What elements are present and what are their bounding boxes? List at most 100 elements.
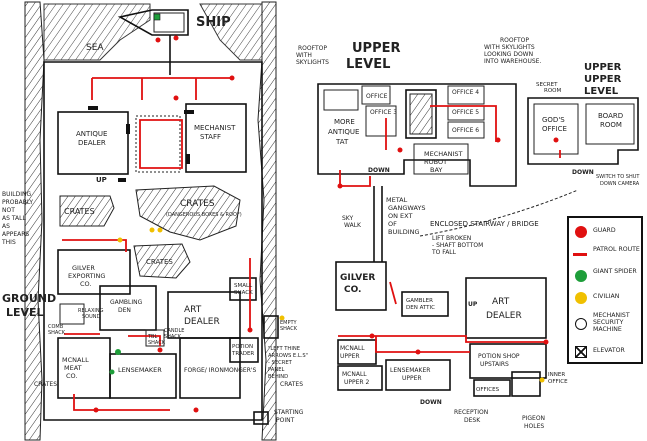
upper-patrol-gilver [389, 281, 397, 305]
upper-civilian [539, 377, 545, 383]
legend-item-spider: GIANT SPIDER [569, 266, 641, 288]
ship-deck [153, 12, 185, 33]
map-legend: GUARD PATROL ROUTE GIANT SPIDER CIVILIAN… [567, 216, 643, 364]
skylight-main-glass [409, 93, 433, 135]
legend-item-guard: GUARD [569, 222, 641, 244]
legend-label: GUARD [593, 227, 616, 234]
ground-guards [93, 35, 253, 413]
label-forge: FORGE/ IRONMONGER'S [184, 367, 257, 374]
upper-main-building [317, 83, 517, 187]
upper-lower-guards [369, 333, 549, 355]
label-sea: SEA [86, 43, 104, 53]
mcnall-upper2-building [337, 365, 383, 391]
guard-dot-icon [575, 226, 587, 238]
upper-upper-guard [553, 137, 559, 143]
ground-spider [115, 349, 121, 355]
starting-point-box [253, 411, 269, 425]
label-crates: CRATES [64, 207, 95, 216]
ground-patrol-top [91, 77, 230, 100]
ground-patrol-mid [62, 239, 127, 252]
potion-shop-building [469, 343, 547, 379]
label-crates-left: CRATES [34, 381, 57, 388]
crates-blob-3 [133, 243, 191, 279]
potion-trader-building [229, 337, 259, 363]
gambling-den-building [99, 285, 157, 331]
upper-patrol-3 [430, 105, 497, 142]
label-crates-note: (DANGEROUS BOXES & ROOF) [166, 212, 242, 218]
label-office3: OFFICE 3 [370, 109, 397, 116]
ground-patrol-loop [139, 119, 183, 169]
inner-office-building [511, 371, 541, 397]
small-shack-building [229, 277, 257, 301]
upper-upper-building [527, 97, 639, 165]
patrol-route-icon [573, 253, 587, 256]
legend-label: GIANT SPIDER [593, 268, 637, 275]
forge-building [179, 337, 241, 399]
robot-bay-room [413, 143, 469, 175]
ground-spider-2 [109, 369, 115, 375]
mcnall-upper-building [337, 339, 377, 365]
legend-item-elevator: ELEVATOR [569, 342, 641, 364]
office3-room [365, 105, 397, 137]
lensemaker-building [109, 353, 177, 399]
ground-patrol-low [64, 333, 161, 346]
skylight-main [405, 89, 437, 139]
sea-top [43, 3, 151, 61]
comb-shack-box [59, 303, 85, 325]
upper-patrol-1 [339, 170, 371, 187]
label-office5: OFFICE 5 [452, 109, 479, 116]
ground-civilians [117, 227, 285, 321]
legend-label: PATROL ROUTE [593, 246, 640, 253]
stairway-arrow [419, 189, 579, 237]
label-down-reception: DOWN [420, 399, 442, 406]
label-crates-mid: CRATES [146, 258, 173, 266]
art-dealer-up-building [465, 277, 547, 339]
label-office4: OFFICE 4 [452, 89, 479, 96]
security-machine-icon [575, 318, 587, 330]
office4-room [447, 85, 485, 105]
mechanist-staff-building [185, 103, 247, 173]
label-lensemaker: LENSEMAKER [118, 366, 162, 374]
ground-patrol-bottom [73, 394, 170, 411]
empty-shack-building [263, 315, 279, 339]
label-up-ground: UP [96, 176, 107, 184]
upper-guards [337, 137, 501, 189]
label-ship: SHIP [196, 15, 231, 30]
antique-dealer-building [57, 111, 129, 175]
office-room [361, 85, 391, 105]
legend-label: CIVILIAN [593, 293, 620, 300]
ship-spider [153, 13, 161, 21]
label-crates-right: CRATES [280, 381, 303, 388]
tbl-shack-box [145, 329, 165, 347]
elevator-icon [575, 346, 587, 358]
civilian-dot-icon [575, 292, 587, 304]
skylight-left [323, 89, 359, 111]
legend-label: ELEVATOR [593, 347, 625, 354]
